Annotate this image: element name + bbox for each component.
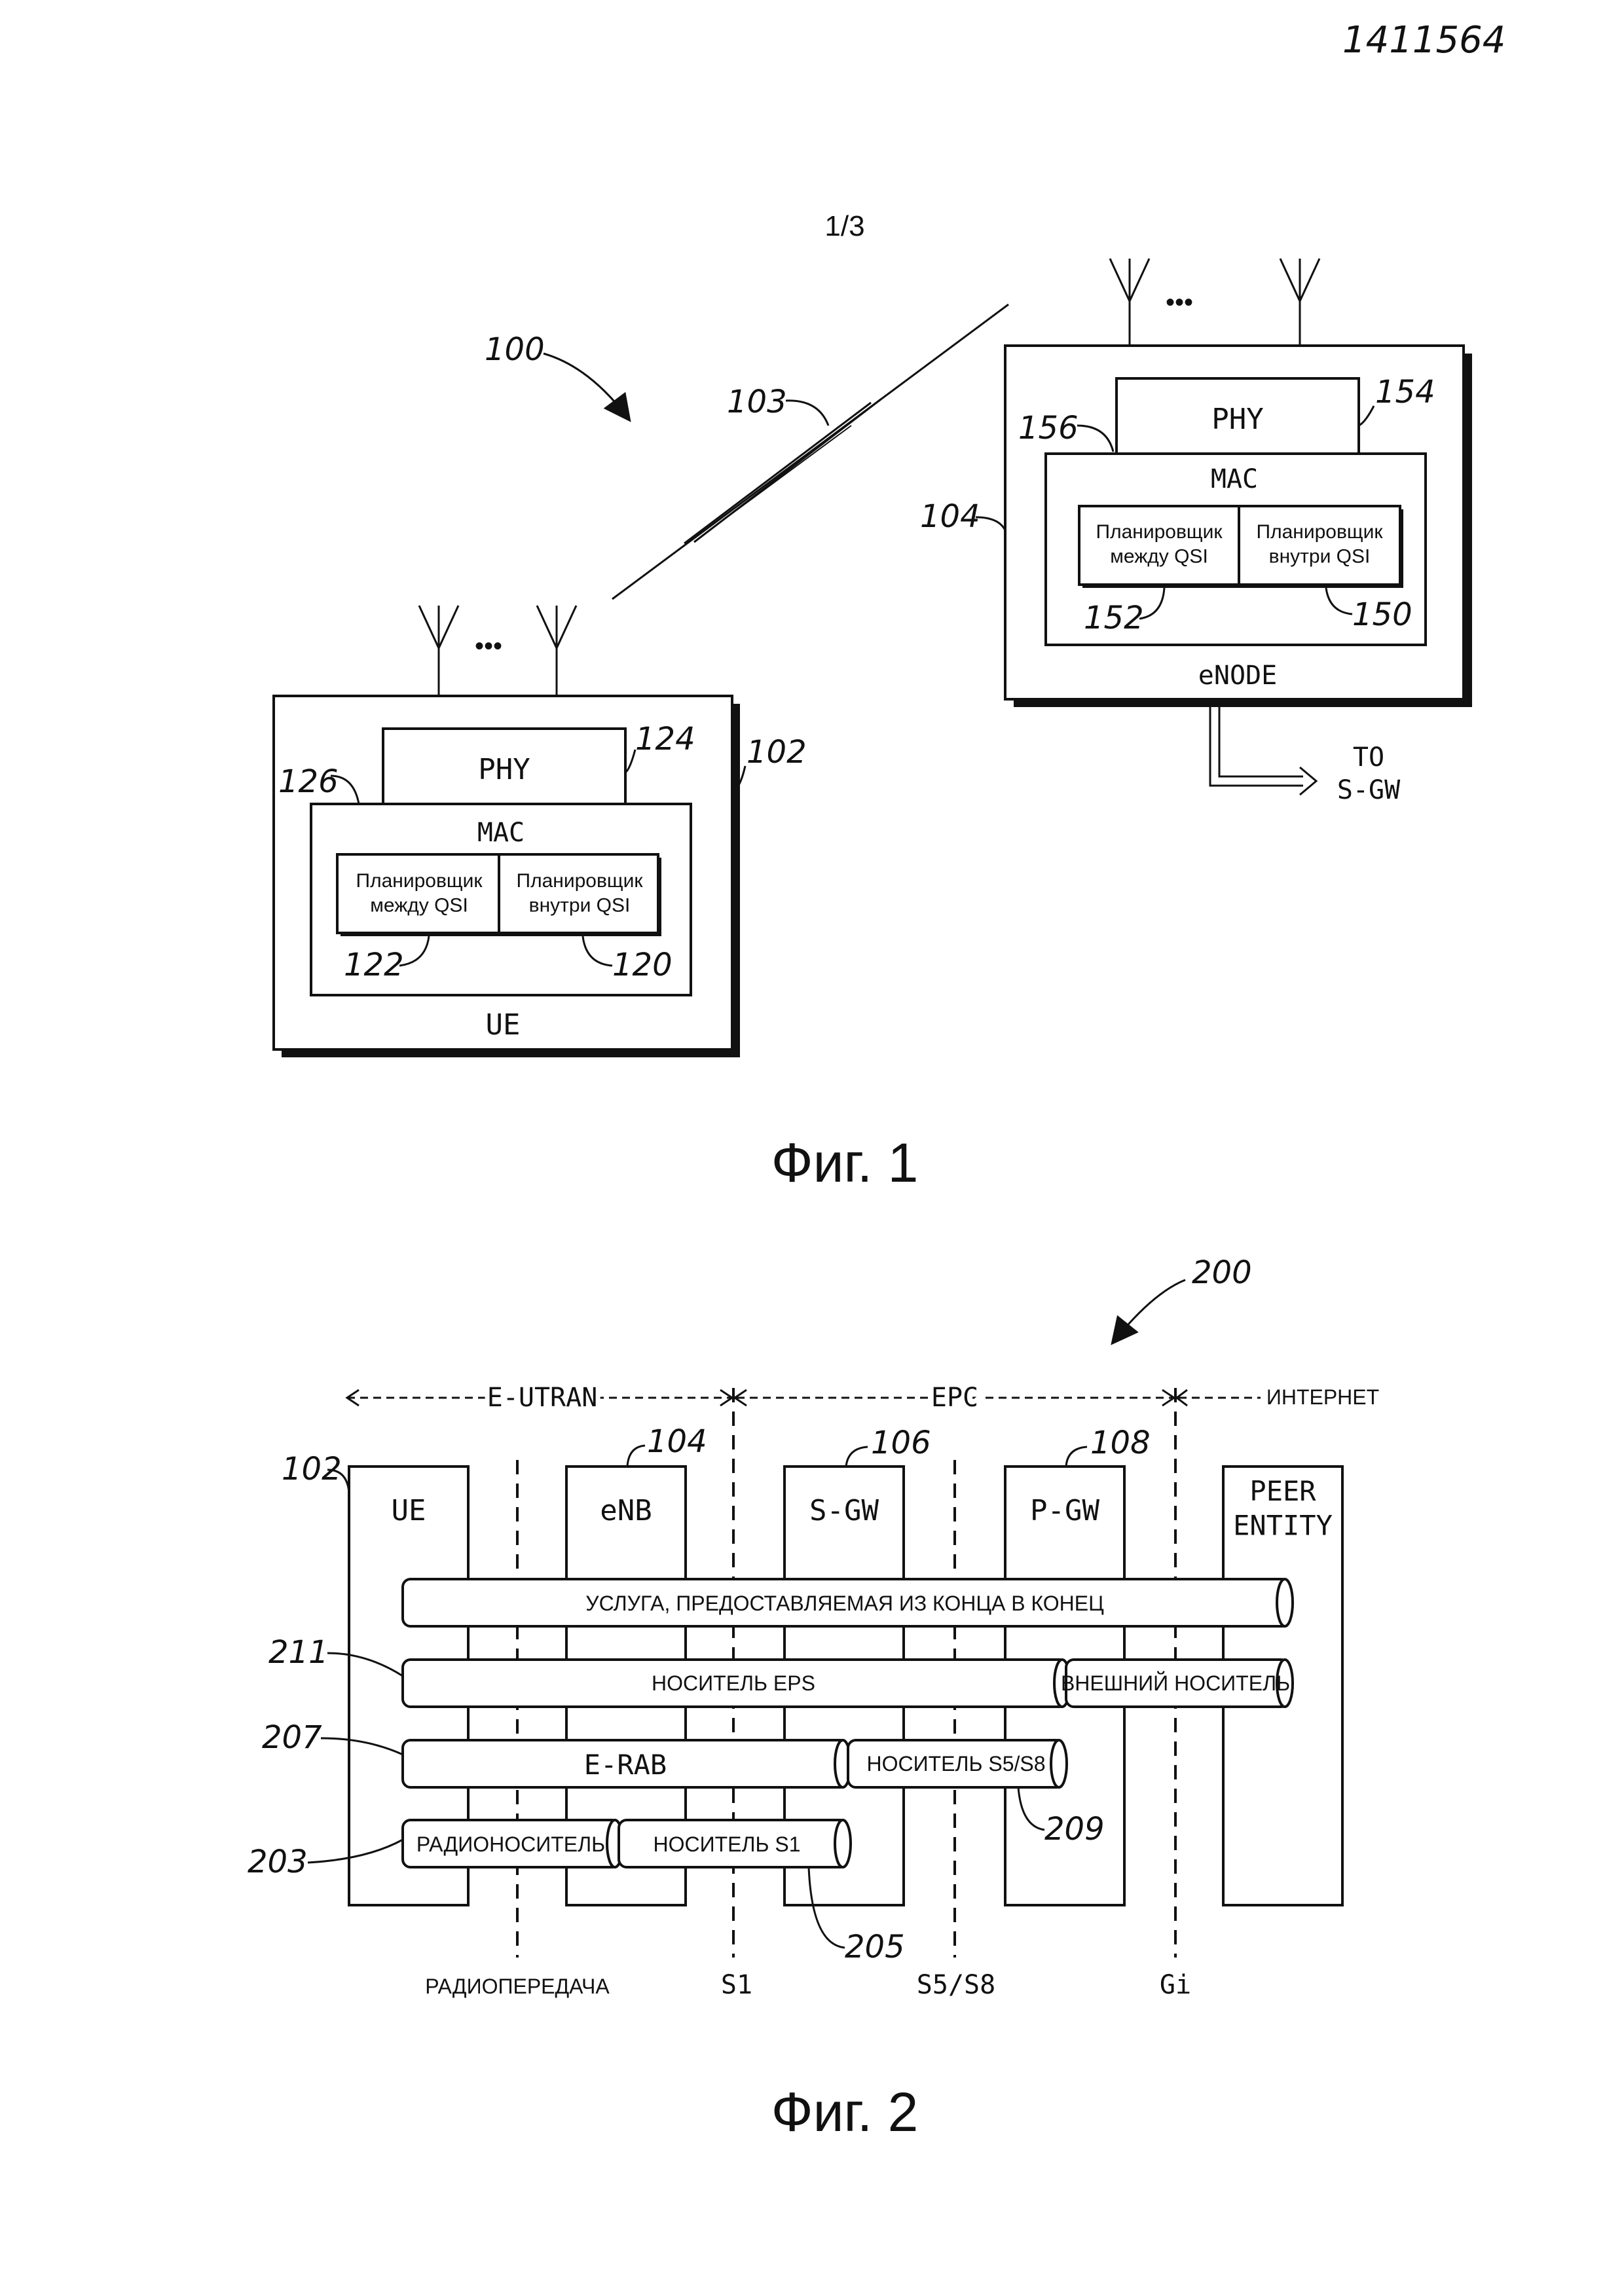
ref-bearer-209: 209 <box>1044 1811 1105 1848</box>
ref-system-100: 100 <box>485 331 545 368</box>
enode-output-label: TOS-GW <box>1337 742 1401 805</box>
interface-gi-label: Gi <box>1160 1970 1191 2000</box>
ref-ue-102: 102 <box>747 734 807 771</box>
bearer-eps-label: НОСИТЕЛЬ EPS <box>652 1671 815 1695</box>
domain-epc: EPC <box>931 1383 978 1413</box>
interface-radio-label: РАДИОПЕРЕДАЧА <box>425 1975 610 1998</box>
bearer-end-to-end-label: УСЛУГА, ПРЕДОСТАВЛЯЕМАЯ ИЗ КОНЦА В КОНЕЦ <box>585 1592 1104 1615</box>
ref-ue-phy-124: 124 <box>635 721 695 757</box>
domain-e-utran: E-UTRAN <box>487 1383 598 1413</box>
bearer-s1-label: НОСИТЕЛЬ S1 <box>653 1832 800 1856</box>
figure-1: 100 103 ••• UE 102 <box>274 259 1472 1194</box>
ref-ue-mac-126: 126 <box>278 763 339 800</box>
node-enb-label: eNB <box>600 1494 652 1527</box>
ref-enode-104: 104 <box>920 498 980 535</box>
ue-device: ••• UE 102 PHY 124 MAC 126 Планир <box>274 606 807 1057</box>
ref-ue-intra-120: 120 <box>612 947 673 983</box>
enode-label: eNODE <box>1198 661 1277 691</box>
ref-node-104: 104 <box>647 1423 707 1460</box>
ref-enode-intra-150: 150 <box>1352 596 1412 633</box>
ref-bearer-203: 203 <box>248 1844 308 1880</box>
enode-phy-label: PHY <box>1211 403 1263 436</box>
ref-node-106: 106 <box>871 1425 931 1461</box>
fig2-caption: Фиг. 2 <box>771 2081 919 2143</box>
ref-node-104-leader <box>627 1446 645 1467</box>
ref-link-103: 103 <box>727 384 787 420</box>
node-sgw-label: S-GW <box>809 1494 879 1527</box>
wireless-link <box>612 304 1008 599</box>
ref-node-108-leader <box>1066 1447 1087 1467</box>
ue-antenna-dots: ••• <box>475 632 502 661</box>
figure-2: 200 E-UTRAN EPC ИНТЕРНЕТ UE eNB S-GW P-G… <box>248 1254 1379 2143</box>
sheet-number: 1/3 <box>824 210 864 242</box>
ref-bearer-205: 205 <box>845 1929 905 1965</box>
ref-enode-inter-152: 152 <box>1084 600 1144 636</box>
bearer-s5s8-label: НОСИТЕЛЬ S5/S8 <box>866 1752 1045 1776</box>
ue-label: UE <box>486 1008 521 1042</box>
enode-mac-label: MAC <box>1211 464 1258 494</box>
ref-link-leader <box>786 401 828 426</box>
ref-node-102: 102 <box>282 1451 342 1487</box>
ue-phy-label: PHY <box>478 753 530 786</box>
ref-bearer-211: 211 <box>268 1634 329 1671</box>
bearer-erab-label: E-RAB <box>584 1749 667 1781</box>
node-pgw-label: P-GW <box>1030 1494 1099 1527</box>
fig2-system-arrow <box>1113 1280 1185 1342</box>
ref-enode-mac-156: 156 <box>1018 410 1079 446</box>
interface-s1-label: S1 <box>721 1970 752 2000</box>
ue-antenna-left-icon <box>419 606 458 701</box>
ref-ue-inter-122: 122 <box>344 947 404 983</box>
ref-enode-leader <box>976 517 1005 530</box>
enode-device: ••• eNODE 104 PHY 154 MAC 156 Планировщи… <box>920 259 1472 805</box>
enode-antenna-right-icon <box>1280 259 1320 350</box>
bearer-radio-label: РАДИОНОСИТЕЛЬ <box>416 1832 605 1856</box>
ref-system-200: 200 <box>1192 1254 1252 1291</box>
ref-enode-phy-154: 154 <box>1375 374 1435 410</box>
system-arrow <box>544 354 629 419</box>
ref-node-106-leader <box>846 1447 868 1467</box>
ue-antenna-right-icon <box>537 606 576 701</box>
node-ue-label: UE <box>392 1494 426 1527</box>
bearer-external-label: ВНЕШНИЙ НОСИТЕЛЬ <box>1061 1671 1290 1695</box>
ue-mac-label: MAC <box>477 818 525 848</box>
enode-output-arrow-icon <box>1210 707 1316 795</box>
interface-s5s8-label: S5/S8 <box>917 1970 995 2000</box>
document-number: 1411564 <box>1342 19 1505 62</box>
domain-ruler <box>347 1390 1261 1406</box>
fig1-caption: Фиг. 1 <box>771 1132 919 1194</box>
enode-antenna-dots: ••• <box>1166 288 1193 317</box>
domain-internet: ИНТЕРНЕТ <box>1266 1385 1379 1409</box>
ref-node-108: 108 <box>1090 1425 1151 1461</box>
enode-antenna-left-icon <box>1110 259 1149 350</box>
ref-bearer-207: 207 <box>262 1719 322 1756</box>
